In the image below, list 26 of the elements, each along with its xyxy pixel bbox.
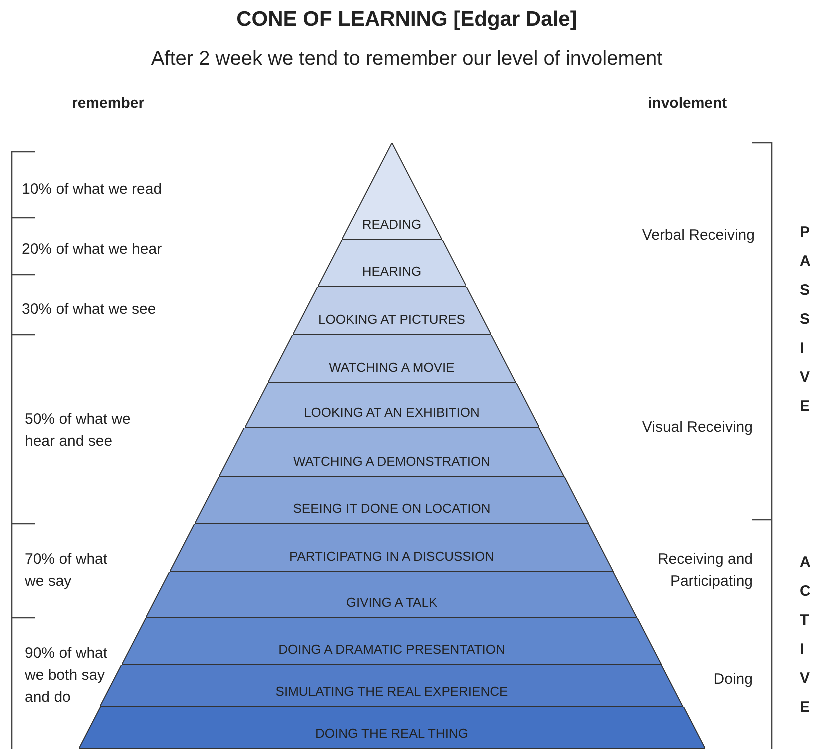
category-label: Doing	[712, 670, 753, 690]
title: CONE OF LEARNING [Edgar Dale]	[236, 8, 578, 32]
pyramid-tier: SEEING IT DONE ON LOCATION	[195, 477, 589, 524]
column-heading: involement	[648, 94, 728, 114]
pyramid-tier: LOOKING AT PICTURES	[292, 287, 492, 335]
column-heading: remember	[72, 94, 145, 114]
pyramid-tier: DOING THE REAL THING	[78, 707, 706, 749]
pyramid-tier: HEARING	[318, 240, 466, 287]
pyramid-tier: LOOKING AT AN EXHIBITION	[244, 383, 540, 428]
pyramid-tier: WATCHING A MOVIE	[268, 335, 516, 383]
percentage-label: 70% of what we say	[25, 550, 109, 592]
pyramid-tier: PARTICIPATNG IN A DISCUSSION	[170, 524, 614, 572]
percentage-label: 20% of what we hear	[22, 240, 162, 260]
category-label: Receiving and Participating	[656, 550, 753, 592]
subtitle: After 2 week we tend to remember our level of involement	[150, 48, 664, 70]
vertical-label: PASSIVE	[800, 223, 812, 417]
pyramid-tier: WATCHING A DEMONSTRATION	[219, 428, 565, 477]
vertical-label: ACTIVE	[800, 553, 812, 718]
pyramid-tier: READING	[342, 143, 442, 240]
percentage-label: 10% of what we read	[22, 180, 162, 200]
category-label: Visual Receiving	[641, 418, 753, 438]
category-label: Verbal Receiving	[641, 226, 755, 246]
percentage-label: 30% of what we see	[22, 300, 156, 320]
pyramid-tier: DOING A DRAMATIC PRESENTATION	[122, 618, 662, 665]
pyramid-tier: GIVING A TALK	[146, 572, 638, 618]
percentage-label: 50% of what we hear and see	[25, 410, 132, 452]
